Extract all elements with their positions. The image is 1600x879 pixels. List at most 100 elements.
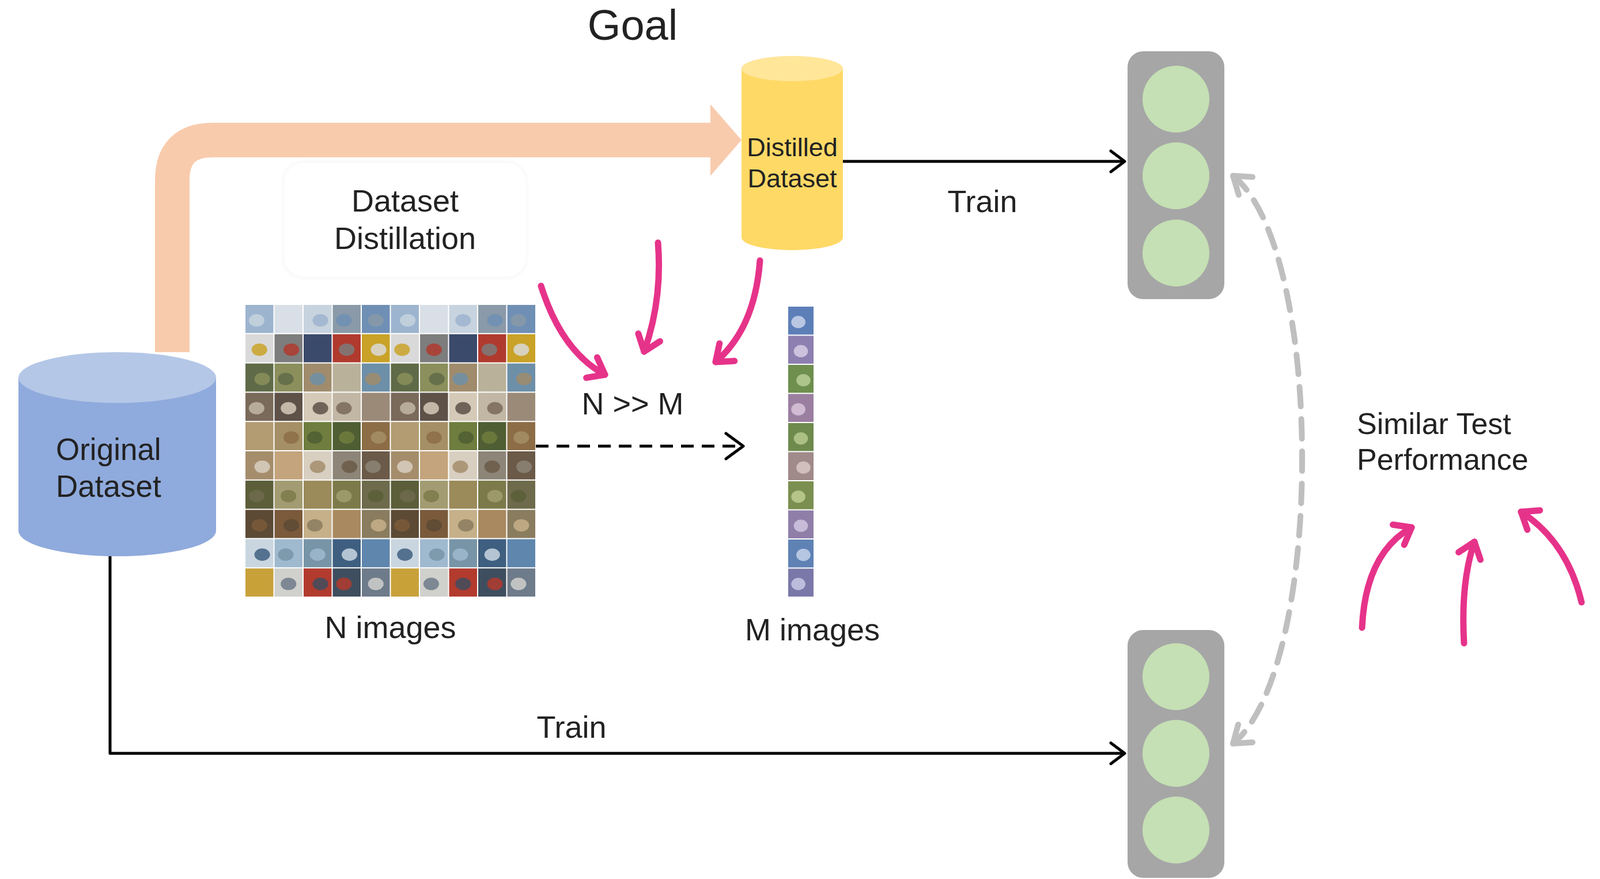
image-detail <box>335 489 352 502</box>
image-tile <box>391 538 420 567</box>
image-detail <box>338 519 355 532</box>
image-detail <box>335 314 352 327</box>
image-tile <box>361 480 391 509</box>
image-tile <box>333 509 362 539</box>
image-tile <box>449 304 478 334</box>
image-detail <box>429 548 445 561</box>
image-detail <box>510 314 527 327</box>
image-tile <box>507 304 536 334</box>
image-tile <box>478 421 507 450</box>
image-detail <box>396 460 413 473</box>
image-detail <box>796 373 811 387</box>
image-detail <box>248 314 265 327</box>
image-tile <box>303 363 332 392</box>
image-tile <box>788 306 814 335</box>
image-detail <box>510 489 527 502</box>
image-detail <box>312 489 329 502</box>
image-grid-pictures <box>244 304 536 597</box>
image-tile <box>420 363 449 392</box>
image-detail <box>399 577 416 590</box>
image-detail <box>481 430 498 444</box>
image-tile <box>420 392 449 421</box>
image-tile <box>391 334 420 363</box>
image-detail <box>423 577 440 590</box>
image-tile <box>788 510 814 539</box>
image-tile <box>788 539 814 568</box>
image-detail <box>791 490 806 503</box>
image-detail <box>283 343 300 356</box>
image-detail <box>423 314 440 327</box>
image-tile <box>361 304 391 334</box>
image-detail <box>254 372 271 385</box>
image-detail <box>429 372 445 385</box>
image-tile <box>478 538 507 567</box>
image-detail <box>455 577 471 590</box>
image-tile <box>391 480 420 509</box>
image-tile <box>245 392 274 421</box>
image-tile <box>361 363 391 392</box>
reduction-arrow <box>535 433 744 459</box>
image-tile <box>274 334 304 363</box>
image-tile <box>303 509 332 539</box>
image-detail <box>513 519 529 532</box>
image-detail <box>791 403 806 416</box>
image-detail <box>396 548 413 561</box>
image-detail <box>312 314 329 327</box>
image-grid: N images <box>244 304 536 646</box>
image-tile <box>478 392 507 421</box>
image-detail <box>277 548 294 561</box>
image-detail <box>455 489 471 502</box>
image-detail <box>458 519 474 532</box>
image-detail <box>309 372 326 385</box>
image-detail <box>283 430 300 444</box>
image-tile <box>361 509 391 539</box>
free-label: Train <box>947 182 1017 221</box>
image-detail <box>365 372 381 385</box>
image-tile <box>449 480 478 509</box>
image-tile <box>420 304 449 334</box>
comparison-arrow <box>1232 175 1303 744</box>
image-tile <box>391 568 420 597</box>
image-tile <box>478 480 507 509</box>
image-tile <box>507 392 536 421</box>
image-detail <box>452 372 468 385</box>
image-detail <box>426 343 442 356</box>
image-detail <box>248 489 265 502</box>
image-tile <box>333 392 362 421</box>
image-tile <box>303 568 332 597</box>
arrow-head <box>725 433 744 459</box>
image-detail <box>394 343 410 356</box>
image-detail <box>487 489 503 502</box>
emphasis-arrows-bottom <box>1362 511 1582 643</box>
image-tile <box>507 480 536 509</box>
image-detail <box>516 548 532 561</box>
image-detail <box>371 343 387 356</box>
image-detail <box>335 402 352 415</box>
image-detail <box>277 460 294 473</box>
image-tile <box>507 334 536 363</box>
image-detail <box>510 577 527 590</box>
image-tile <box>361 334 391 363</box>
image-tile <box>449 538 478 567</box>
image-tile <box>478 451 507 480</box>
cylinder-body <box>741 68 843 251</box>
image-detail <box>458 343 474 356</box>
image-detail <box>796 548 811 561</box>
image-detail <box>280 402 297 415</box>
image-tile <box>788 394 814 423</box>
model-box-bottom <box>1127 629 1225 878</box>
image-tile <box>507 509 536 539</box>
image-tile <box>449 334 478 363</box>
image-detail <box>280 489 297 502</box>
diagram-title: Goal <box>587 0 678 51</box>
image-strip-pictures <box>743 305 882 597</box>
arrow-head <box>710 104 742 176</box>
image-detail <box>368 402 384 415</box>
image-tile <box>478 568 507 597</box>
image-tile <box>274 392 304 421</box>
image-tile <box>478 363 507 392</box>
image-detail <box>513 430 529 444</box>
node-label: Original Dataset <box>55 430 207 505</box>
image-detail <box>371 430 387 444</box>
image-detail <box>251 519 268 532</box>
